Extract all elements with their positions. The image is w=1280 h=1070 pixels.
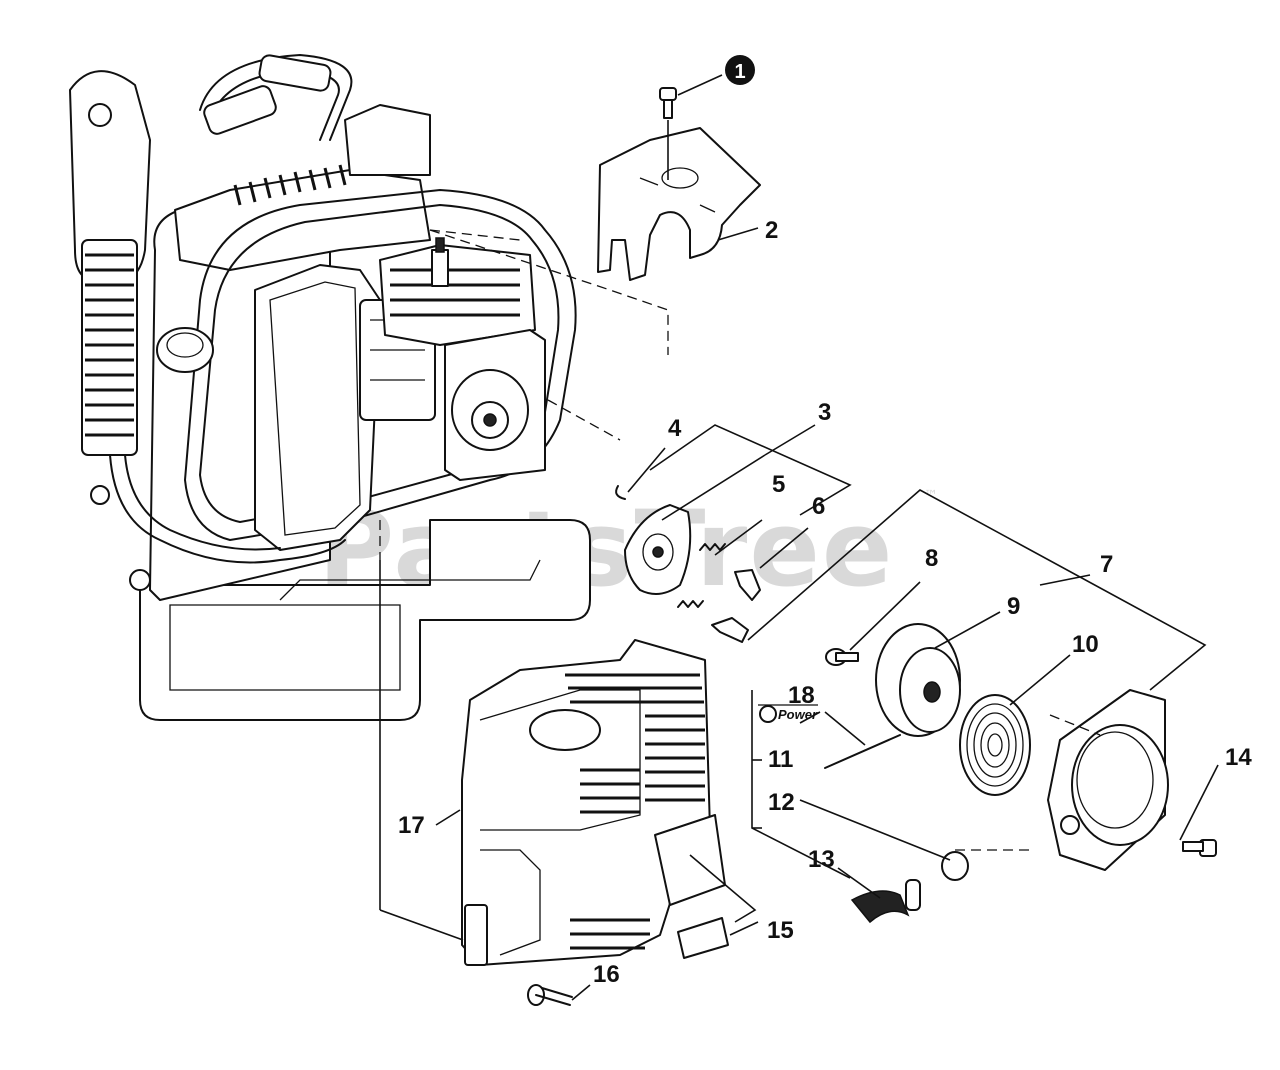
part-5-springs [677, 543, 726, 608]
callout-5: 5 [772, 471, 785, 498]
part-9-reel [875, 623, 961, 737]
brand-mark: Power [778, 707, 818, 722]
callout-8: 8 [925, 545, 938, 572]
callout-6: 6 [812, 493, 825, 520]
callout-7: 7 [1100, 551, 1113, 578]
callout-11: 11 [768, 746, 793, 773]
part-12-rope-guide [941, 851, 969, 881]
leader-lines [379, 74, 1219, 1001]
part-14-bolt [1182, 839, 1217, 857]
part-4-clip [615, 485, 626, 500]
callout-14: 14 [1225, 744, 1252, 771]
callout-12: 12 [768, 789, 795, 816]
part-13-starter-handle [850, 879, 921, 924]
part-2-muffler-cover [597, 127, 761, 281]
part-1-screw [659, 87, 677, 119]
callout-3: 3 [818, 399, 831, 426]
callout-17: 17 [398, 812, 425, 839]
callout-1: 1 [725, 55, 755, 85]
part-11-starter-rope [824, 734, 901, 769]
part-10-spiral-spring [959, 694, 1031, 796]
callout-16: 16 [593, 961, 620, 988]
part-17-cylinder-cover [461, 639, 726, 966]
callout-2: 2 [765, 217, 778, 244]
callout-4: 4 [668, 415, 682, 442]
callout-10: 10 [1072, 631, 1099, 658]
blower-frame-illustration [69, 54, 591, 721]
part-7-starter-case [1047, 689, 1169, 871]
callout-15: 15 [767, 917, 794, 944]
part-15-label [677, 917, 729, 959]
part-16-bolt [527, 984, 573, 1006]
callout-9: 9 [1007, 593, 1020, 620]
callout-13: 13 [808, 846, 835, 873]
part-8-bolt [825, 648, 859, 666]
part-6-pawls [711, 569, 761, 643]
svg-text:1: 1 [734, 61, 745, 83]
callout-18: 18 [788, 682, 815, 709]
part-3-pulley-cover [624, 504, 692, 595]
